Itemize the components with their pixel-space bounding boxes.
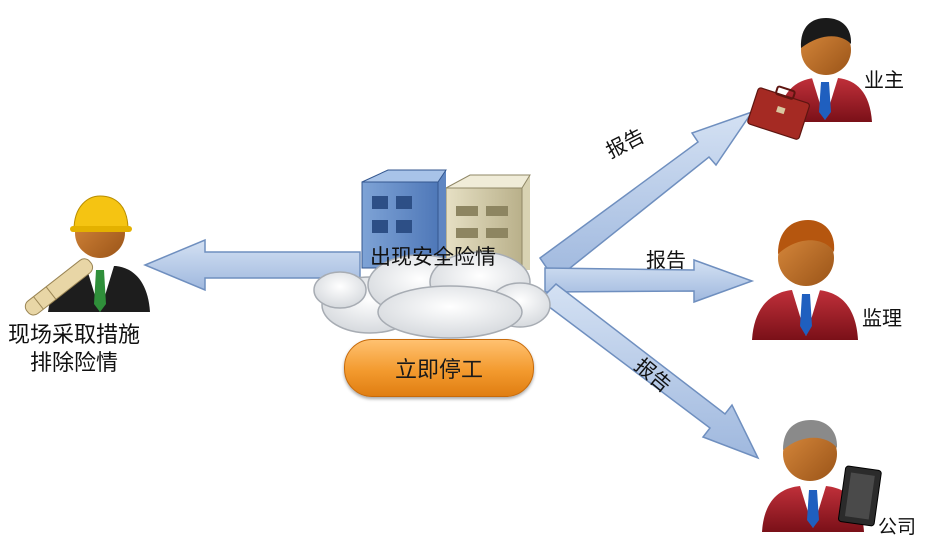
buildings-icon <box>361 169 531 271</box>
role-owner-label: 业主 <box>864 68 904 92</box>
worker-caption-line1: 现场采取措施 <box>8 323 141 348</box>
stop-work-button[interactable]: 立即停工 <box>344 339 534 397</box>
worker-caption-line2: 排除险情 <box>30 351 119 376</box>
businessman-briefcase-icon <box>747 18 872 140</box>
businessman-folder-icon <box>762 420 882 532</box>
worker-caption: 现场采取措施 排除险情 <box>8 322 140 378</box>
role-company-label: 公司 <box>878 516 917 538</box>
arrow-to-supervisor <box>544 258 755 304</box>
report-label-supervisor: 报告 <box>646 248 686 272</box>
role-supervisor-label: 监理 <box>862 306 902 330</box>
cloud-icon <box>313 251 551 339</box>
construction-worker-icon <box>24 195 150 316</box>
arrow-to-company <box>538 283 760 460</box>
event-label: 出现安全险情 <box>370 245 496 269</box>
businessman-icon <box>752 220 858 340</box>
arrow-to-owner <box>538 110 754 282</box>
